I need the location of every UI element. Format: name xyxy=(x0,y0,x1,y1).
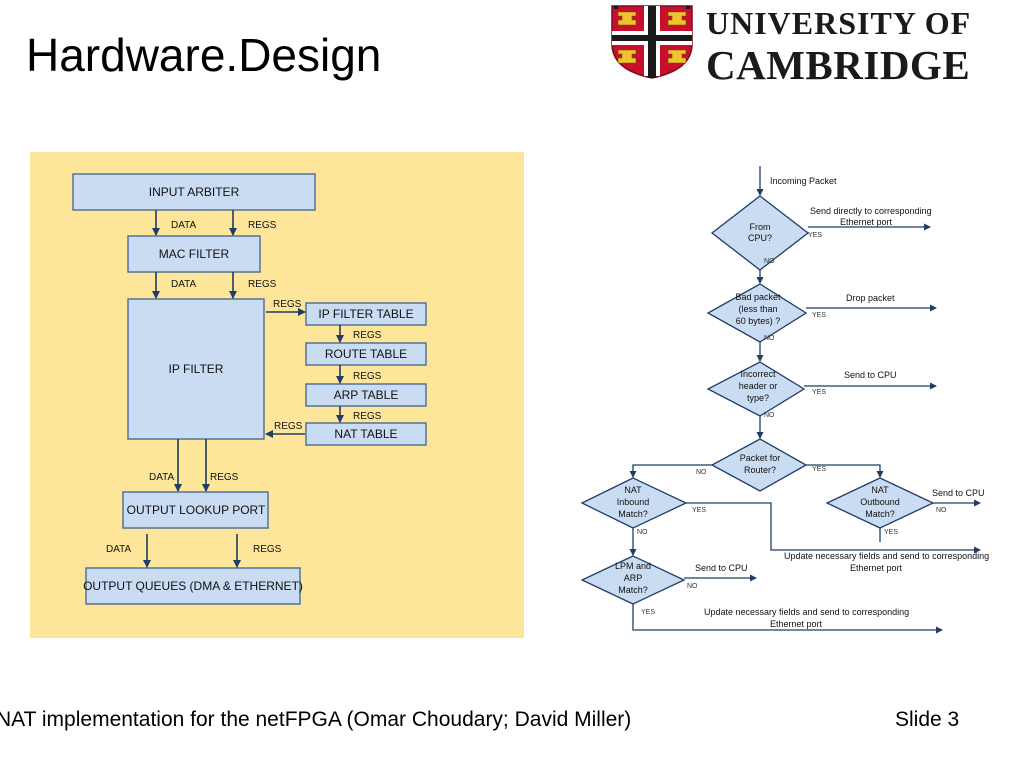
nat-flowchart: From CPU? Bad packet (less than 60 bytes… xyxy=(580,166,989,634)
regs-label-9: REGS xyxy=(253,544,282,555)
yes-label-3: YES xyxy=(812,389,826,396)
output-queues-label: OUTPUT QUEUES (DMA & ETHERNET) xyxy=(83,579,303,593)
data-label-2: DATA xyxy=(171,279,197,290)
flow-inbound-yes xyxy=(686,502,981,554)
flow-router-no xyxy=(629,464,712,478)
from-cpu-text-1: From xyxy=(750,222,771,232)
flow-router-yes xyxy=(806,464,884,478)
nat-outbound-text-3: Match? xyxy=(865,509,895,519)
packet-for-router-text-1: Packet for xyxy=(740,453,781,463)
regs-label-4: REGS xyxy=(353,330,382,341)
send-direct-line2: Ethernet port xyxy=(840,217,893,227)
logo-text: UNIVERSITY OF CAMBRIDGE xyxy=(706,4,971,86)
lpm-arp-text-2: ARP xyxy=(624,573,643,583)
mac-filter-box xyxy=(127,235,261,273)
cambridge-shield-icon xyxy=(611,5,693,79)
yes-label-2: YES xyxy=(812,312,826,319)
from-cpu-text-2: CPU? xyxy=(748,233,772,243)
no-label-1: NO xyxy=(764,258,775,265)
block-diagram-background xyxy=(30,152,524,638)
logo-line1: UNIVERSITY OF xyxy=(706,5,972,41)
update-fields-1-line2: Ethernet port xyxy=(850,563,903,573)
hardware-block-diagram: INPUT ARBITER MAC FILTER IP FILTER IP FI… xyxy=(30,152,524,638)
ip-filter-box xyxy=(127,298,265,440)
bad-packet-text-3: 60 bytes) ? xyxy=(736,316,781,326)
footer-text: NAT implementation for the netFPGA (Omar… xyxy=(0,708,632,731)
incorrect-header-text-1: Incorrect xyxy=(740,369,776,379)
yes-label-4: YES xyxy=(812,466,826,473)
no-label-2: NO xyxy=(764,335,775,342)
nat-table-label: NAT TABLE xyxy=(334,427,397,441)
input-arbiter-box xyxy=(72,173,316,211)
yes-label-6: YES xyxy=(884,529,898,536)
university-logo: UNIVERSITY OF CAMBRIDGE xyxy=(610,4,1010,86)
mac-filter-label: MAC FILTER xyxy=(159,247,230,261)
route-table-label: ROUTE TABLE xyxy=(325,347,407,361)
update-fields-1-line1: Update necessary fields and send to corr… xyxy=(784,551,989,561)
no-label-7: NO xyxy=(687,583,698,590)
regs-label-2: REGS xyxy=(248,279,277,290)
no-label-5: NO xyxy=(637,529,648,536)
incorrect-header-text-2: header or xyxy=(739,381,778,391)
lpm-arp-text-3: Match? xyxy=(618,585,648,595)
arp-table-box xyxy=(305,383,427,407)
slide-title: Hardware.Design xyxy=(26,29,382,81)
send-to-cpu-label-3: Send to CPU xyxy=(695,563,748,573)
regs-label-6: REGS xyxy=(353,411,382,422)
nat-inbound-text-3: Match? xyxy=(618,509,648,519)
yes-label-7: YES xyxy=(641,609,655,616)
regs-label-8: REGS xyxy=(210,472,239,483)
ip-filter-label: IP FILTER xyxy=(169,362,224,376)
no-label-6: NO xyxy=(936,507,947,514)
input-arbiter-label: INPUT ARBITER xyxy=(149,185,240,199)
regs-label-7: REGS xyxy=(274,421,303,432)
lpm-arp-text-1: LPM and xyxy=(615,561,651,571)
output-queues-box xyxy=(85,567,301,605)
packet-for-router-text-2: Router? xyxy=(744,465,776,475)
output-lookup-port-box xyxy=(122,491,269,529)
nat-outbound-text-2: Outbound xyxy=(860,497,900,507)
yes-label-5: YES xyxy=(692,507,706,514)
send-to-cpu-label-2: Send to CPU xyxy=(932,488,985,498)
flow-lpm-yes xyxy=(632,604,943,634)
output-lookup-port-label: OUTPUT LOOKUP PORT xyxy=(127,503,266,517)
send-to-cpu-label-1: Send to CPU xyxy=(844,370,897,380)
drop-packet-label: Drop packet xyxy=(846,293,895,303)
bad-packet-text-2: (less than xyxy=(738,304,777,314)
no-label-3: NO xyxy=(764,412,775,419)
nat-inbound-text-1: NAT xyxy=(624,485,642,495)
update-fields-2-line2: Ethernet port xyxy=(770,619,823,629)
nat-table-box xyxy=(305,422,427,446)
data-label-3: DATA xyxy=(149,472,175,483)
incoming-packet-label: Incoming Packet xyxy=(770,176,837,186)
incorrect-header-text-3: type? xyxy=(747,393,769,403)
yes-label-1: YES xyxy=(808,232,822,239)
data-label-1: DATA xyxy=(171,220,197,231)
no-label-4: NO xyxy=(696,469,707,476)
nat-inbound-text-2: Inbound xyxy=(617,497,650,507)
nat-outbound-text-1: NAT xyxy=(871,485,889,495)
update-fields-2-line1: Update necessary fields and send to corr… xyxy=(704,607,909,617)
packet-for-router-decision xyxy=(710,438,808,492)
arp-table-label: ARP TABLE xyxy=(334,388,399,402)
route-table-box xyxy=(305,342,427,366)
send-direct-line1: Send directly to corresponding xyxy=(810,206,932,216)
logo-line2: CAMBRIDGE xyxy=(706,42,971,88)
regs-label-1: REGS xyxy=(248,220,277,231)
regs-label-3: REGS xyxy=(273,299,302,310)
regs-label-5: REGS xyxy=(353,371,382,382)
data-label-4: DATA xyxy=(106,544,132,555)
bad-packet-text-1: Bad packet xyxy=(735,292,781,302)
ip-filter-table-box xyxy=(305,302,427,326)
ip-filter-table-label: IP FILTER TABLE xyxy=(318,307,413,321)
slide-number: Slide 3 xyxy=(895,708,960,731)
